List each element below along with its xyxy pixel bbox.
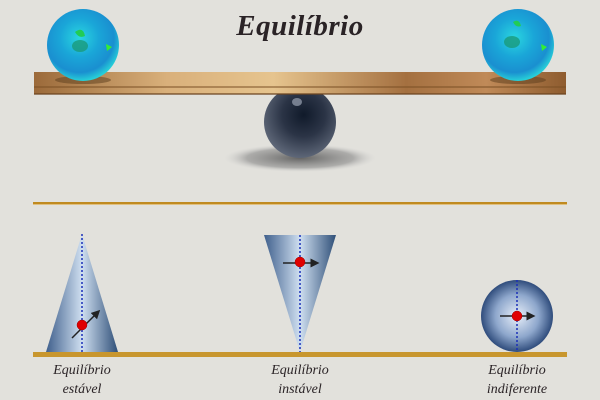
center-of-mass-icon (76, 319, 88, 331)
label-neutral: Equilíbrio indiferente (486, 363, 548, 397)
label-unstable: Equilíbrio instável (271, 363, 329, 397)
balance-plank (34, 72, 566, 94)
page-title: Equilíbrio (236, 10, 364, 42)
center-of-mass-icon (294, 256, 306, 268)
label-stable: Equilíbrio estável (53, 363, 111, 397)
ground-line (33, 352, 567, 357)
stable-cone-icon (46, 234, 118, 352)
center-of-mass-icon (511, 310, 523, 322)
fulcrum-sphere-icon (264, 86, 336, 158)
divider-line (33, 202, 567, 204)
